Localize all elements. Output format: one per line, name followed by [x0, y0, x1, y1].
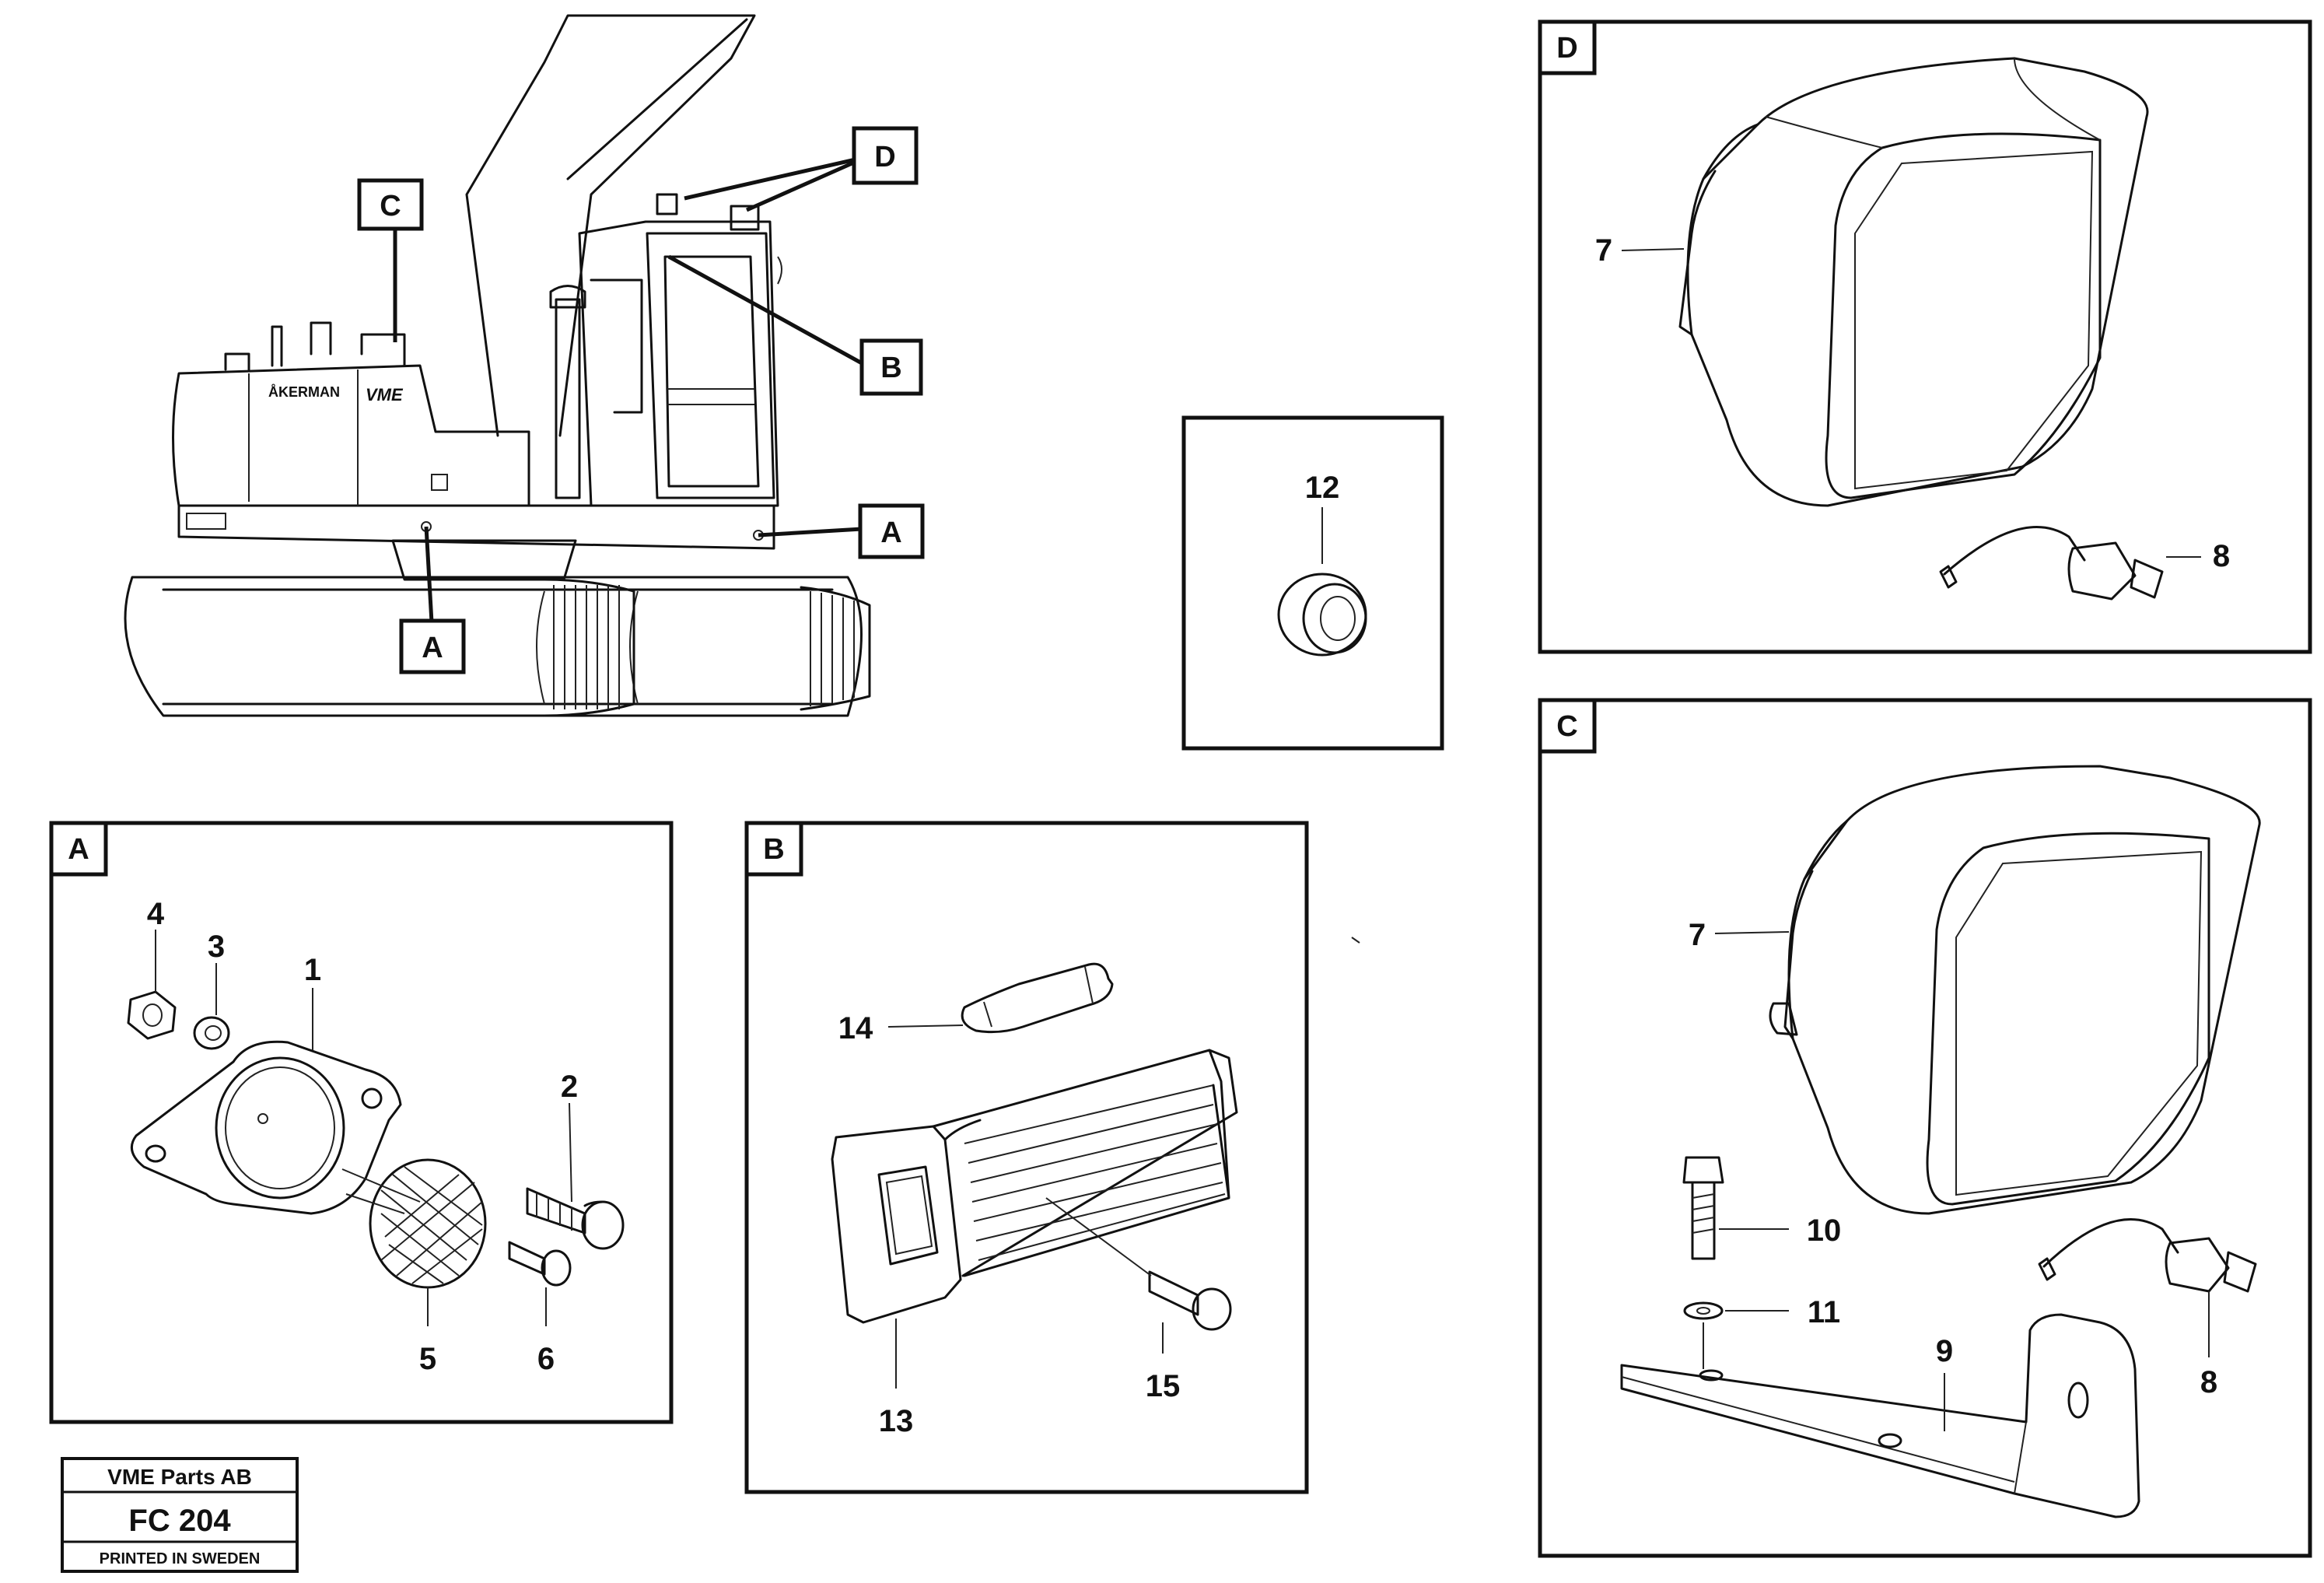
panel-b-tag: B — [763, 833, 784, 866]
panel-d: D 7 8 — [1538, 19, 2312, 654]
festoon-bulb-14 — [961, 962, 1114, 1034]
bulb-d — [1939, 526, 2164, 601]
label-a-1: 1 — [304, 953, 321, 987]
callout-c: C — [357, 178, 424, 231]
label-b-13: 13 — [879, 1404, 914, 1438]
callout-a-bottom: A — [399, 618, 466, 674]
bolt-c-10 — [1682, 1156, 1724, 1260]
upper-structure: ÅKERMAN VME — [172, 321, 775, 550]
reflector-lens-5 — [341, 1158, 487, 1289]
side-marker-13 — [831, 1049, 1238, 1324]
label-a-2: 2 — [561, 1070, 578, 1104]
svg-text:C: C — [380, 190, 401, 222]
work-lamp-c — [1769, 765, 2261, 1215]
callout-a-right: A — [858, 503, 925, 559]
svg-text:D: D — [874, 141, 895, 173]
panel-d-tag: D — [1556, 32, 1577, 65]
panel-c: C 7 10 11 9 — [1538, 698, 2312, 1558]
roof-lamp-right — [730, 205, 760, 231]
work-lamp-d — [1678, 57, 2149, 507]
sprocket-right — [800, 586, 871, 711]
screw-15 — [1148, 1270, 1232, 1331]
nut-4 — [127, 990, 177, 1040]
drawing-code: FC 204 — [128, 1504, 231, 1538]
reflector-housing-1 — [130, 1040, 402, 1215]
label-c-10: 10 — [1807, 1214, 1842, 1248]
printed-note: PRINTED IN SWEDEN — [100, 1550, 261, 1567]
label-b-15: 15 — [1146, 1369, 1181, 1403]
panel-grommet: 12 — [1181, 415, 1444, 751]
panel-a: A 4 3 1 5 — [49, 821, 674, 1424]
svg-text:A: A — [880, 517, 901, 549]
callout-b: B — [859, 338, 923, 396]
brand-text: ÅKERMAN — [268, 384, 340, 400]
panel-b: B 14 13 15 — [744, 821, 1309, 1494]
sprocket-left — [543, 578, 635, 717]
panel-a-tag: A — [68, 833, 89, 866]
brand-logo: VME — [366, 385, 404, 405]
label-c-8: 8 — [2200, 1365, 2217, 1399]
label-c-9: 9 — [1936, 1334, 1953, 1368]
screw-2 — [526, 1187, 625, 1250]
roof-lamp-left — [656, 193, 678, 215]
company-name: VME Parts AB — [107, 1465, 252, 1489]
washer-c-11 — [1683, 1301, 1724, 1320]
label-a-5: 5 — [419, 1342, 436, 1376]
washer-3 — [193, 1016, 230, 1050]
label-a-6: 6 — [537, 1342, 555, 1376]
excavator-overview: ÅKERMAN VME — [124, 14, 925, 717]
label-12: 12 — [1305, 471, 1340, 505]
callout-d: D — [852, 126, 919, 185]
label-c-7: 7 — [1689, 918, 1706, 952]
label-c-11: 11 — [1808, 1295, 1840, 1329]
screw-6 — [508, 1241, 572, 1287]
label-d-8: 8 — [2213, 539, 2230, 573]
svg-text:B: B — [880, 352, 901, 384]
bracket-c-9 — [1620, 1313, 2140, 1518]
label-b-14: 14 — [838, 1011, 873, 1045]
boom — [465, 14, 756, 499]
bulb-c — [2038, 1218, 2257, 1293]
boom-cylinder — [555, 298, 581, 499]
label-a-3: 3 — [208, 930, 225, 964]
label-d-7: 7 — [1595, 233, 1612, 268]
cab — [578, 193, 782, 507]
work-light-c-location — [360, 333, 406, 367]
title-block: VME Parts AB FC 204 PRINTED IN SWEDEN — [61, 1457, 299, 1573]
track-assembly — [124, 576, 871, 717]
panel-c-tag: C — [1556, 710, 1577, 743]
grommet-12 — [1277, 573, 1367, 657]
callout-leaders — [393, 157, 865, 623]
stray-mark — [1351, 937, 1360, 944]
label-a-4: 4 — [147, 897, 165, 931]
svg-text:A: A — [422, 632, 443, 664]
